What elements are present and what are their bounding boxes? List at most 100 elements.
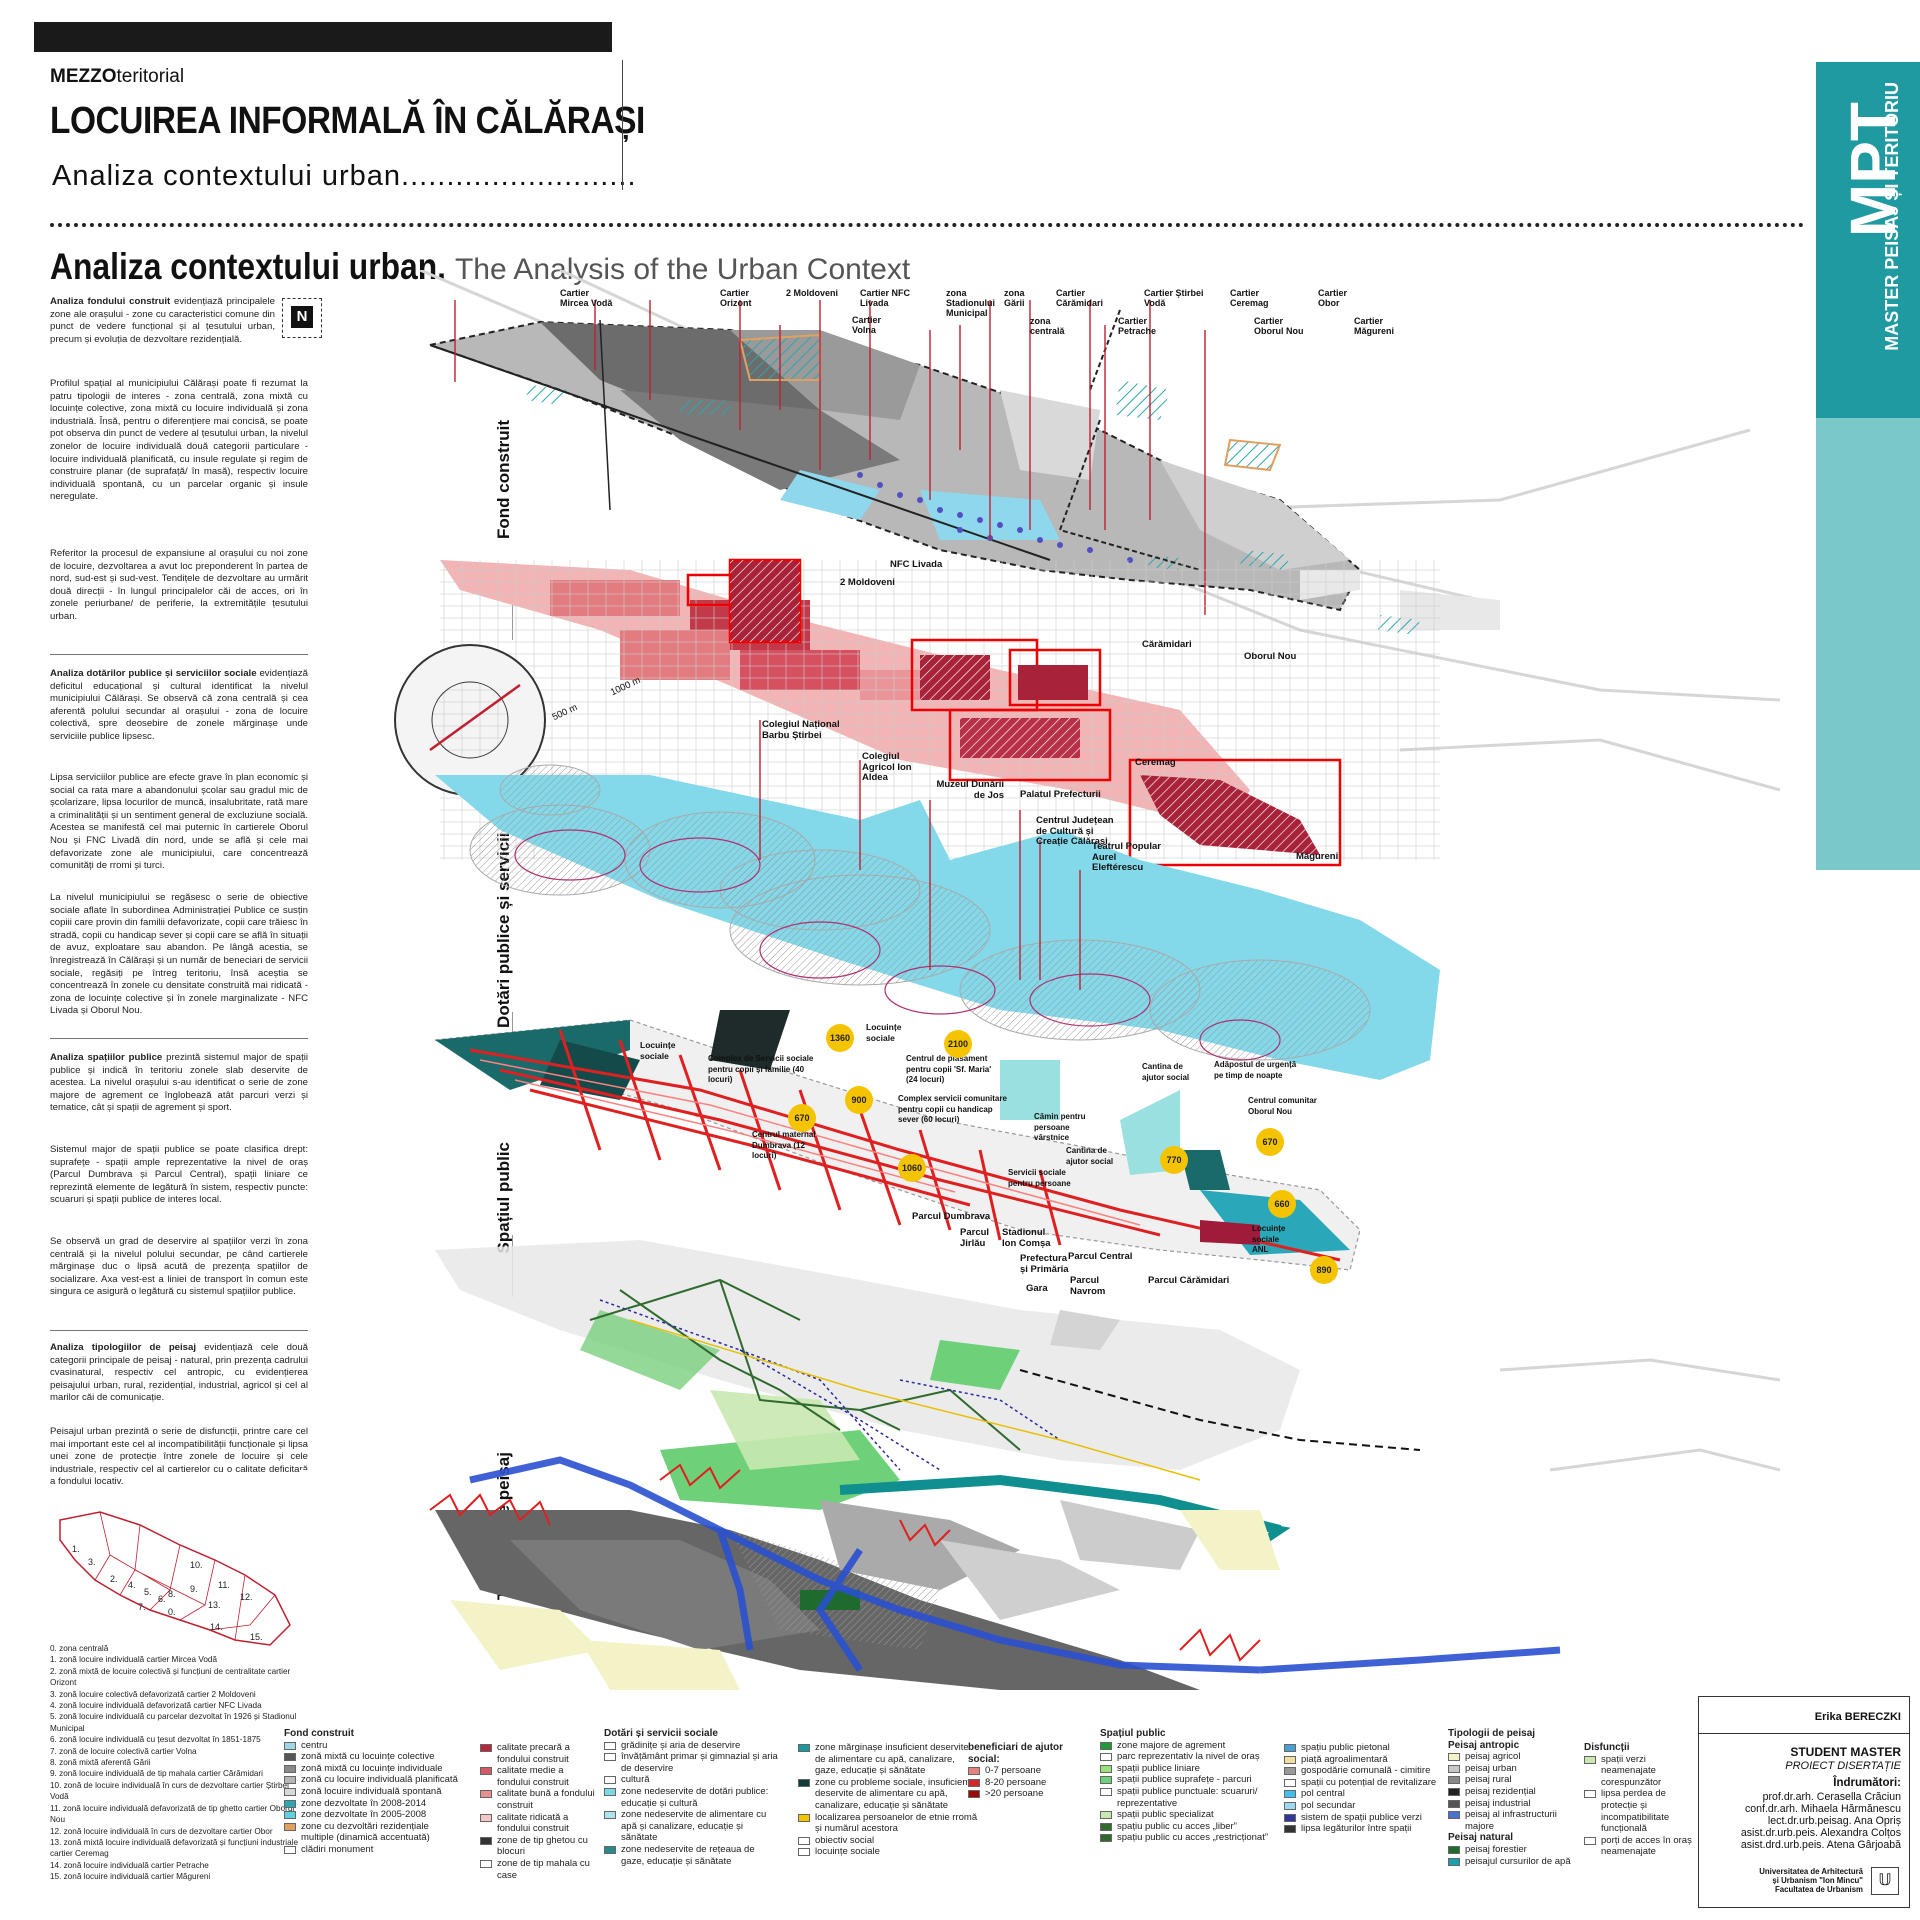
legend-label: localizarea persoanelor de etnie rromă ș…: [815, 1811, 978, 1835]
legend-item: zone dezvoltate în 2005-2008: [284, 1809, 464, 1821]
legend-item: zone de tip ghetou cu blocuri: [480, 1835, 595, 1858]
legend-item: zone cu probleme sociale, insuficient de…: [798, 1777, 978, 1812]
legend-item: spații publice punctuale: scuaruri/ repr…: [1100, 1786, 1280, 1809]
mini-map-zone-number: 8.: [168, 1589, 176, 1599]
mini-map-zone-number: 5.: [144, 1587, 152, 1597]
page-title: LOCUIREA INFORMALĂ ÎN CĂLĂRAȘI: [50, 100, 645, 142]
layer-fond-construit: [426, 309, 1500, 635]
legend-swatch: [480, 1836, 492, 1845]
label-stadionul-ion-comsa: Stadionul Ion Comșa: [1002, 1227, 1051, 1249]
legend-swatch: [1284, 1778, 1296, 1787]
legend-swatch: [1448, 1845, 1460, 1854]
label-gara: zona Gării: [1004, 288, 1025, 308]
legend-label: >20 persoane: [985, 1788, 1044, 1800]
legend-swatch: [284, 1811, 296, 1820]
legend-swatch: [798, 1744, 810, 1752]
legend-label: piață agroalimentară: [1301, 1753, 1388, 1765]
section-title-en: The Analysis of the Urban Context: [454, 253, 911, 286]
badge-roma-count: 2100: [944, 1030, 972, 1058]
legend-item: 0-7 persoane: [968, 1765, 1093, 1777]
label-locuinte-sociale: Locuințe sociale: [640, 1040, 676, 1061]
legend-label: cultură: [621, 1774, 650, 1786]
legend-swatch: [798, 1813, 810, 1822]
legend-item: porți de acces în oraș neamenajate: [1584, 1835, 1694, 1858]
legend-item: zone de tip mahala cu case: [480, 1858, 595, 1881]
legend-swatch: [1100, 1776, 1112, 1785]
zone-list-item: 1. zonă locuire individuală cartier Mirc…: [50, 1655, 218, 1665]
legend-label: zone nedeservite de dotări publice: educ…: [621, 1785, 769, 1809]
legend-swatch: [1100, 1753, 1112, 1762]
legend-swatch: [1448, 1799, 1460, 1808]
paragraph-spatiu-service: Se observă un grad de deservire al spați…: [50, 1236, 308, 1298]
service-radius-scale: [394, 644, 546, 796]
legend-swatch: [480, 1767, 492, 1776]
legend-item: lipsa perdea de protecție și incompatibi…: [1584, 1788, 1694, 1834]
header-bar: [34, 22, 612, 52]
label-parcul-navrom: Parcul Navrom: [1070, 1275, 1106, 1297]
label-centrul-plasament: Centrul de plasament pentru copii 'Sf. M…: [906, 1054, 992, 1084]
legend-item: parc reprezentativ la nivel de oraș: [1100, 1751, 1280, 1763]
legend-label: gospodărie comunală - cimitire: [1301, 1765, 1431, 1777]
legend-item: calitate medie a fondului construit: [480, 1765, 595, 1788]
legend-label: grădinițe și aria de deservire: [621, 1739, 741, 1751]
label-stadion: zona Stadionului Municipal: [946, 288, 995, 318]
label-parcul-jirlau: Parcul Jirlău: [960, 1227, 990, 1249]
zone-list-item: 3. zonă locuire colectivă defavorizată c…: [50, 1689, 256, 1699]
legend-item: grădinițe și aria de deservire: [604, 1740, 779, 1752]
tutors-title: Îndrumători:: [1833, 1777, 1901, 1789]
legend-swatch: [604, 1811, 616, 1820]
legend-swatch: [1100, 1741, 1112, 1750]
legend-label: zone nedeservite de alimentare cu apă și…: [621, 1809, 767, 1844]
legend-label: spații verzi neamenajate corespunzător: [1601, 1753, 1662, 1788]
legend-item: piață agroalimentară: [1284, 1754, 1444, 1766]
legend-swatch: [1284, 1813, 1296, 1822]
legend-label: spații public specializat: [1117, 1809, 1214, 1821]
series-label: MEZZOteritorial: [50, 66, 185, 87]
mini-map-zone-number: 15.: [250, 1632, 263, 1642]
legend-label: zone majore de agrement: [1117, 1739, 1226, 1751]
legend-label: zone cu probleme sociale, insuficient de…: [815, 1776, 971, 1811]
legend-label: peisaj industrial: [1465, 1797, 1531, 1809]
zone-list-item: 15. zonă locuire individuală cartier Măg…: [50, 1872, 211, 1882]
legend-label: zonă cu locuire individuală planificată: [301, 1774, 458, 1786]
legend-label: parc reprezentativ la nivel de oraș: [1117, 1751, 1260, 1763]
legend-heading: Disfuncții: [1584, 1742, 1630, 1753]
legend-swatch: [968, 1778, 980, 1787]
legend-swatch: [1284, 1767, 1296, 1776]
legend-label: peisaj rezidențial: [1465, 1785, 1536, 1797]
badge-roma-count: 1360: [826, 1024, 854, 1052]
label-hotspot-caramidari: Cărămidari: [1142, 639, 1192, 650]
legend-label: centru: [301, 1739, 328, 1751]
legend-swatch: [604, 1741, 616, 1750]
label-complex-servicii-copii: Complex de Servicii sociale pentru copii…: [708, 1054, 814, 1084]
legend-label: peisaj forestier: [1465, 1843, 1527, 1855]
density-hotspots: [686, 558, 1342, 867]
label-hotspot-2-moldoveni: 2 Moldoveni: [840, 577, 895, 588]
section-title-ro: Analiza contextului urban.: [50, 246, 447, 287]
legend-label: sistem de spații publice verzi: [1301, 1811, 1422, 1823]
zone-list-item: 9. zonă locuire individuală de tip mahal…: [50, 1769, 263, 1779]
dotted-divider: [50, 223, 1805, 227]
legend-item: calitate precară a fondului construit: [480, 1742, 595, 1765]
legend-swatch: [284, 1799, 296, 1808]
label-volna: Cartier Volna: [852, 315, 882, 335]
legend-swatch: [1448, 1776, 1460, 1785]
legend-item: calitate bună a fondului construit: [480, 1788, 595, 1811]
legend-swatch: [1100, 1822, 1112, 1831]
legend-label: zone cu dezvoltări rezidențiale multiple…: [301, 1820, 430, 1844]
label-complex-handicap: Complex servicii comunitare pentru copii…: [898, 1094, 1007, 1124]
legend-label: zonă mixtă cu locuințe individuale: [301, 1762, 443, 1774]
mini-map-zone-number: 12.: [240, 1592, 253, 1602]
legend-swatch: [1284, 1801, 1296, 1810]
legend-label: spații cu potențial de revitalizare: [1301, 1776, 1437, 1788]
legend-label: zonă locuire individuală spontană: [301, 1785, 442, 1797]
badge-roma-count: 670: [1256, 1128, 1284, 1156]
legend-item: localizarea persoanelor de etnie rromă ș…: [798, 1812, 978, 1835]
student-role: STUDENT MASTER: [1790, 1745, 1901, 1759]
credits-box: Erika BERECZKI STUDENT MASTER PROIECT DI…: [1698, 1696, 1910, 1908]
university-logo-icon: 𝕌: [1871, 1867, 1899, 1895]
label-colegiul-barbu-stirbei: Colegiul Național Barbu Știrbei: [762, 719, 840, 741]
